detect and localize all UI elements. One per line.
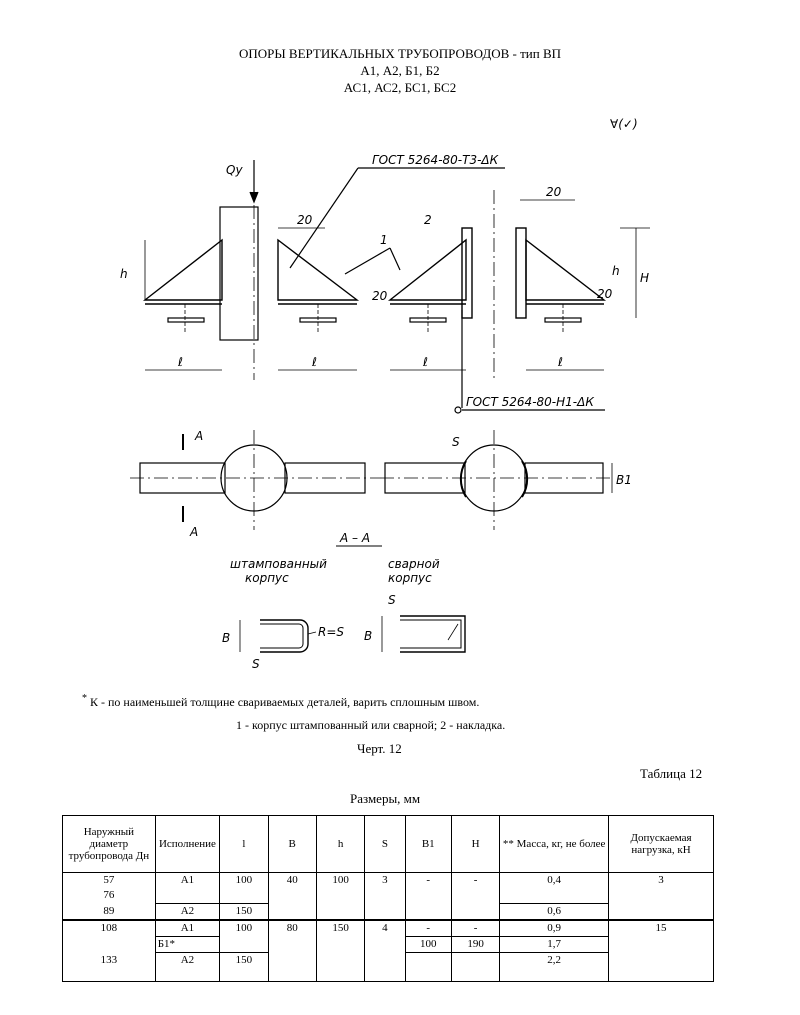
dim-s-plan: S [452,435,460,449]
welded-label-2: корпус [388,571,432,585]
dim-h-right: h [612,264,620,278]
dim-l-3: ℓ [422,355,428,369]
document-title-line-1: ОПОРЫ ВЕРТИКАЛЬНЫХ ТРУБОПРОВОДОВ - тип В… [238,46,562,61]
col-load: Допускаемая нагрузка, кН [608,815,714,873]
section-mark-a-bottom: A [189,525,198,539]
welded-label-1: сварной [388,557,440,571]
dim-s-welded: S [388,593,396,607]
table-row: 76 [62,888,714,904]
dim-l-2: ℓ [311,355,317,369]
dim-b-stamped: B [222,631,230,645]
dimensions-table: Наружный диаметр трубопровода Дн Исполне… [62,815,714,982]
stamped-label-2: корпус [245,571,289,585]
dim-l-1: ℓ [177,355,183,369]
table-row: 133 А2 150 2,2 [62,952,714,982]
weld-note-mark: * [82,693,87,704]
dim-s-stamped: S [252,657,260,671]
table-row: 57 А1 100 40 100 3 - - 0,4 3 [62,872,714,888]
weld-note-text: К - по наименьшей толщине свариваемых де… [90,695,480,709]
col-h-big: H [450,815,501,873]
dim-b1: B1 [616,473,632,487]
section-mark-a-top: A [194,429,203,443]
table-title: Размеры, мм [350,791,421,806]
col-l: l [219,815,269,873]
document-title-line-3: АС1, АС2, БС1, БС2 [343,80,457,95]
dim-H: H [640,271,649,285]
figure-caption: Черт. 12 [357,741,402,756]
document-title-line-2: А1, А2, Б1, Б2 [360,63,440,78]
stamped-label-1: штампованный [230,557,327,571]
roughness-mark: ∀(✓) [610,117,638,131]
dim-20-c: 20 [546,185,562,199]
technical-drawing: ∀(✓) Qy ГОСТ 5264-80-Т3-ΔК h ℓ 20 20 ℓ 1… [120,117,650,671]
col-execution: Исполнение [154,815,221,873]
table-row: Б1* 100 190 1,7 [62,936,714,953]
table-number: Таблица 12 [640,766,703,781]
dim-20-d: 20 [597,287,613,301]
callout-2: 2 [424,213,432,227]
dim-r: R=S [318,625,344,639]
dim-20-b: 20 [372,289,388,303]
callout-1: 1 [380,233,388,247]
col-b: B [267,815,317,873]
dim-b-welded: B [364,629,372,643]
col-s: S [364,815,406,873]
load-label: Qy [226,163,243,177]
table-row: 89 А2 150 0,6 [62,903,714,921]
col-h: h [315,815,366,873]
table-header-row: Наружный диаметр трубопровода Дн Исполне… [62,815,714,873]
weld-callout-top: ГОСТ 5264-80-Т3-ΔК [372,153,499,167]
col-diameter: Наружный диаметр трубопровода Дн [62,815,156,873]
col-mass: ** Масса, кг, не более [499,815,610,873]
dim-h-left: h [120,267,128,281]
legend: 1 - корпус штампованный или сварной; 2 -… [236,718,506,732]
table-row: 108 А1 100 80 150 4 - - 0,9 15 [62,919,714,937]
dim-20-a: 20 [297,213,313,227]
weld-note: * К - по наименьшей толщине свариваемых … [82,693,479,710]
col-b1: B1 [404,815,452,873]
section-title: A – A [339,531,370,545]
weld-callout-bottom: ГОСТ 5264-80-Н1-ΔК [466,395,594,409]
dim-l-4: ℓ [557,355,563,369]
